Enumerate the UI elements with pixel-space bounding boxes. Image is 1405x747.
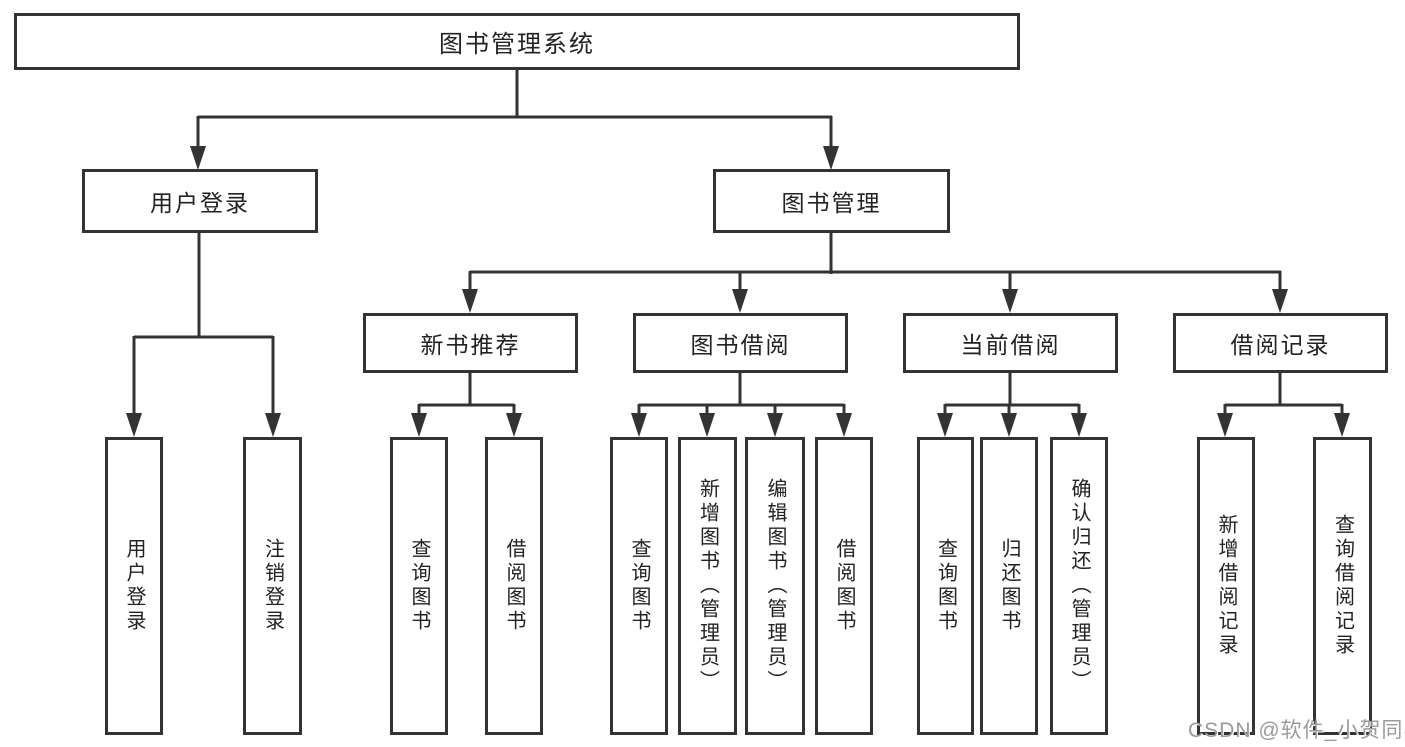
node-library-management-system: 图书管理系统 bbox=[14, 13, 1020, 70]
arrowhead-bb-borrow bbox=[836, 413, 852, 437]
node-leaf-query-borrow-record: 查询借阅记录 bbox=[1313, 437, 1372, 735]
arrowhead-bb-query bbox=[631, 413, 647, 437]
arrowhead-nb-borrow bbox=[506, 413, 522, 437]
node-user-login: 用户登录 bbox=[82, 169, 318, 233]
node-leaf-query-books-bb: 查询图书 bbox=[610, 437, 668, 735]
node-leaf-query-books-cb: 查询图书 bbox=[917, 437, 974, 735]
arrowhead-bb-add bbox=[699, 413, 715, 437]
node-leaf-confirm-return-admin: 确认归还（管理员） bbox=[1050, 437, 1108, 735]
arrowhead-leaf-logout bbox=[265, 413, 281, 437]
node-leaf-borrow-books-nb: 借阅图书 bbox=[485, 437, 543, 735]
arrowhead-book-borrow bbox=[732, 289, 748, 313]
arrowhead-current-borrow bbox=[1002, 289, 1018, 313]
node-leaf-user-login: 用户登录 bbox=[105, 437, 163, 735]
node-leaf-return-books: 归还图书 bbox=[980, 437, 1038, 735]
node-leaf-edit-books-admin: 编辑图书（管理员） bbox=[745, 437, 805, 735]
node-new-book-recommendation: 新书推荐 bbox=[363, 313, 578, 373]
watermark-text: CSDN @软件_小贺同学 bbox=[1188, 719, 1405, 742]
node-leaf-add-books-admin: 新增图书（管理员） bbox=[678, 437, 737, 735]
arrowhead-br-query bbox=[1334, 413, 1350, 437]
arrowhead-borrow-record bbox=[1272, 289, 1288, 313]
arrowhead-user-login bbox=[190, 146, 206, 170]
node-book-borrowing: 图书借阅 bbox=[633, 313, 848, 373]
arrowhead-new-book bbox=[462, 289, 478, 313]
arrowhead-br-add bbox=[1217, 413, 1233, 437]
arrowhead-cb-return bbox=[1001, 413, 1017, 437]
arrowhead-nb-query bbox=[411, 413, 427, 437]
arrowhead-cb-query bbox=[937, 413, 953, 437]
arrowhead-book-mgmt bbox=[823, 146, 839, 170]
node-leaf-query-books-nb: 查询图书 bbox=[390, 437, 448, 735]
node-book-management: 图书管理 bbox=[713, 169, 950, 233]
node-borrowing-records: 借阅记录 bbox=[1173, 313, 1388, 373]
arrowhead-bb-edit bbox=[767, 413, 783, 437]
arrowhead-leaf-user-login bbox=[126, 413, 142, 437]
node-leaf-add-borrow-record: 新增借阅记录 bbox=[1197, 437, 1255, 735]
node-current-borrowing: 当前借阅 bbox=[903, 313, 1118, 373]
arrowhead-cb-confirm bbox=[1071, 413, 1087, 437]
node-leaf-borrow-books-bb: 借阅图书 bbox=[815, 437, 873, 735]
node-leaf-logout: 注销登录 bbox=[243, 437, 302, 735]
